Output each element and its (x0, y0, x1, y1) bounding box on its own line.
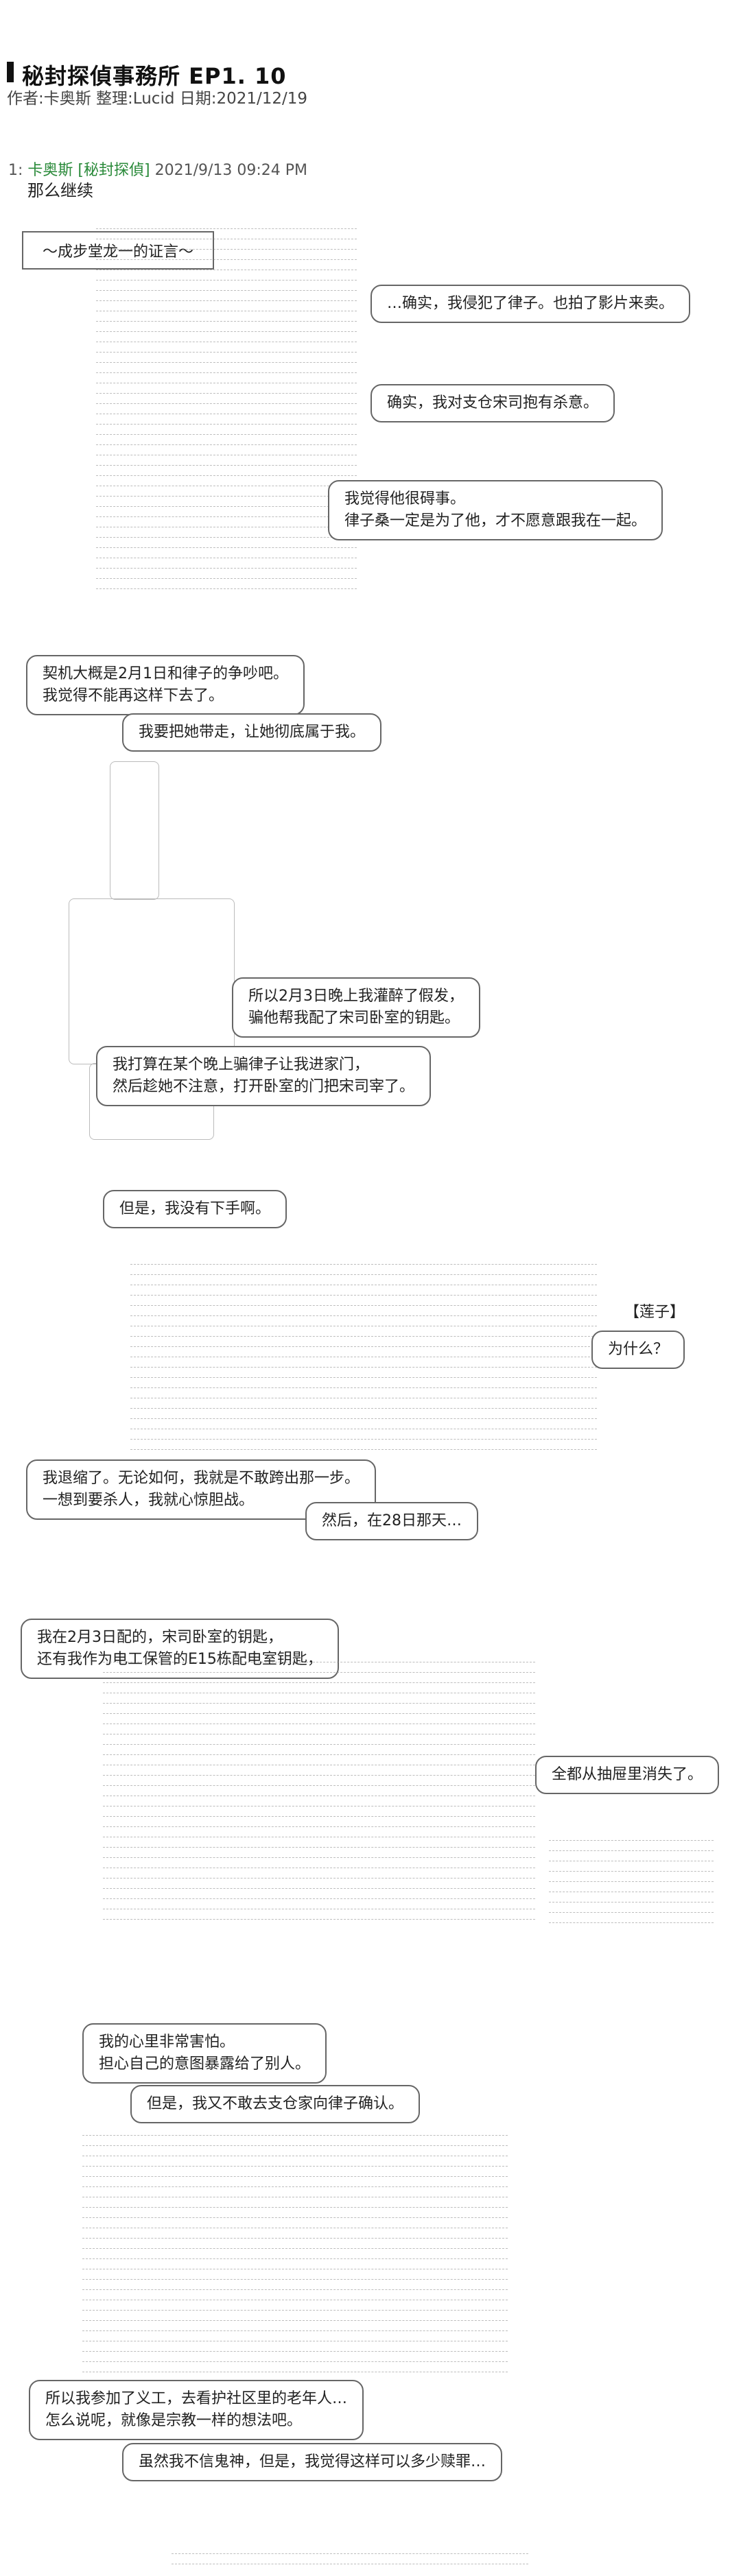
bubble-text: 为什么？ (608, 1341, 669, 1358)
bubble-text: 一想到要杀人，我就心惊胆战。 (43, 1492, 255, 1509)
speech-bubble-9: 为什么？ (591, 1331, 685, 1369)
post-body: 那么继续 (27, 181, 93, 200)
speech-bubble-7: 我打算在某个晚上骗律子让我进家门， 然后趁她不注意，打开卧室的门把宋司宰了。 (96, 1046, 432, 1106)
speech-bubble-12: 我在2月3日配的，宋司卧室的钥匙， 还有我作为电工保管的E15栋配电室钥匙， (21, 1619, 339, 1679)
speech-bubble-1: …确实，我侵犯了律子。也拍了影片来卖。 (370, 285, 691, 323)
post-author[interactable]: 卡奥斯 [秘封探偵] (27, 162, 150, 179)
speaker-label: 【莲子】 (624, 1304, 685, 1321)
bubble-text: 我在2月3日配的，宋司卧室的钥匙， (37, 1629, 283, 1646)
bubble-text: 担心自己的意图暴露给了别人。 (99, 2055, 311, 2073)
post-header: 1: 卡奥斯 [秘封探偵] 2021/9/13 09:24 PM (8, 158, 307, 180)
bubble-text: 但是，我又不敢去支仓家向律子确认。 (147, 2095, 404, 2112)
speech-bubble-17: 虽然我不信鬼神，但是，我觉得这样可以多少赎罪… (122, 2443, 503, 2481)
page-title: 秘封探偵事務所 EP1. 10 (22, 63, 287, 89)
bubble-text: 我觉得他很碍事。 (344, 490, 466, 508)
bubble-text: 我要把她带走，让她彻底属于我。 (139, 724, 366, 741)
bubble-text: 我打算在某个晚上骗律子让我进家门， (113, 1056, 370, 1073)
ascii-art-figure-7 (172, 2551, 528, 2576)
bubble-text: 虽然我不信鬼神，但是，我觉得这样可以多少赎罪… (139, 2453, 486, 2470)
figure-outline (69, 898, 235, 1064)
speech-bubble-16: 所以我参加了义工，去看护社区里的老年人… 怎么说呢，就像是宗教一样的想法吧。 (29, 2380, 364, 2440)
ascii-art-figure-1 (96, 226, 357, 597)
ascii-art-figure-4 (103, 1660, 535, 1927)
ascii-art-figure-6 (82, 2133, 508, 2380)
post-date: 2021/9/13 09:24 PM (154, 162, 308, 179)
bubble-text: 全都从抽屉里消失了。 (552, 1766, 703, 1783)
title-marker (7, 62, 14, 82)
bubble-text: 我退缩了。无论如何，我就是不敢跨出那一步。 (43, 1470, 360, 1487)
speech-bubble-13: 全都从抽屉里消失了。 (535, 1756, 720, 1794)
speech-bubble-3: 我觉得他很碍事。 律子桑一定是为了他，才不愿意跟我在一起。 (328, 480, 663, 540)
bubble-text: 所以我参加了义工，去看护社区里的老年人… (45, 2390, 348, 2407)
speech-bubble-8: 但是，我没有下手啊。 (103, 1190, 287, 1228)
bubble-text: 还有我作为电工保管的E15栋配电室钥匙， (37, 1651, 322, 1668)
bubble-text: …确实，我侵犯了律子。也拍了影片来卖。 (387, 295, 674, 312)
speech-bubble-15: 但是，我又不敢去支仓家向律子确认。 (130, 2085, 421, 2123)
bubble-text: 我觉得不能再这样下去了。 (43, 687, 224, 704)
bubble-text: 骗他帮我配了宋司卧室的钥匙。 (248, 1010, 460, 1027)
bubble-text: 我的心里非常害怕。 (99, 2034, 235, 2051)
post-number: 1: (8, 162, 23, 179)
speech-bubble-5: 我要把她带走，让她彻底属于我。 (122, 713, 382, 752)
bubble-text: 确实，我对支仓宋司抱有杀意。 (387, 394, 599, 412)
title-bar: 秘封探偵事務所 EP1. 10 (7, 58, 734, 89)
ascii-art-figure-5 (549, 1838, 714, 1927)
speech-bubble-11: 然后，在28日那天… (305, 1502, 478, 1540)
bubble-text: 但是，我没有下手啊。 (119, 1200, 271, 1217)
bubble-text: 怎么说呢，就像是宗教一样的想法吧。 (45, 2412, 303, 2429)
testimony-caption: 〜成步堂龙一的证言〜 (22, 231, 214, 270)
bubble-text: 律子桑一定是为了他，才不愿意跟我在一起。 (344, 512, 647, 529)
bubble-text: 所以2月3日晚上我灌醉了假发， (248, 988, 464, 1005)
bubble-text: 然后趁她不注意，打开卧室的门把宋司宰了。 (113, 1078, 415, 1095)
speech-bubble-14: 我的心里非常害怕。 担心自己的意图暴露给了别人。 (82, 2023, 327, 2084)
ascii-art-figure-3 (130, 1262, 597, 1454)
page-meta: 作者:卡奥斯 整理:Lucid 日期:2021/12/19 (7, 90, 308, 108)
speech-bubble-6: 所以2月3日晚上我灌醉了假发， 骗他帮我配了宋司卧室的钥匙。 (232, 977, 480, 1038)
speech-bubble-2: 确实，我对支仓宋司抱有杀意。 (370, 384, 615, 422)
bubble-text: 然后，在28日那天… (322, 1512, 462, 1529)
figure-outline (110, 761, 159, 900)
speech-bubble-4: 契机大概是2月1日和律子的争吵吧。 我觉得不能再这样下去了。 (26, 655, 305, 715)
bubble-text: 契机大概是2月1日和律子的争吵吧。 (43, 665, 288, 682)
